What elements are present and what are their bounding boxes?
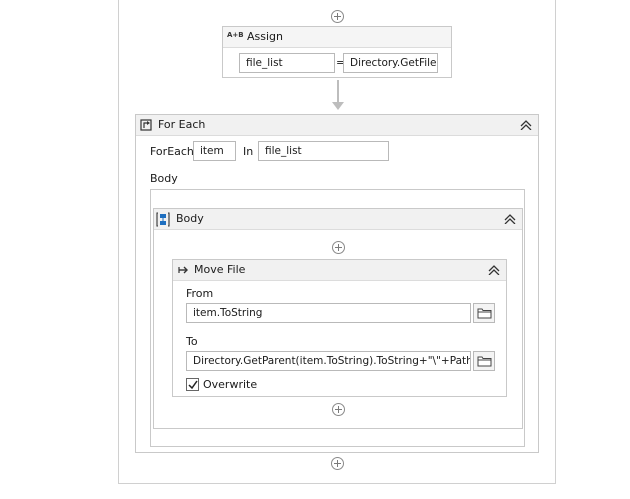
to-label: To [186, 335, 198, 348]
add-activity-icon-body-bottom[interactable] [332, 403, 345, 416]
assign-to-field[interactable]: file_list [239, 53, 335, 73]
assign-header: A+B Assign [223, 27, 451, 48]
folder-icon [477, 356, 492, 367]
foreach-title: For Each [158, 118, 206, 131]
move-file-header: Move File [173, 260, 506, 281]
move-file-activity[interactable]: Move File From item.ToString To Director… [172, 259, 507, 397]
foreach-item-field[interactable]: item [193, 141, 236, 161]
foreach-header: For Each [136, 115, 538, 136]
foreach-activity[interactable]: For Each ForEach item In file_list Body … [135, 114, 539, 453]
foreach-body-container: Body Move File [150, 189, 525, 447]
overwrite-checkbox[interactable] [186, 378, 199, 391]
folder-icon [477, 308, 492, 319]
assign-title: Assign [247, 30, 283, 43]
foreach-icon [140, 119, 152, 131]
from-label: From [186, 287, 214, 300]
add-activity-icon-bottom[interactable] [331, 457, 344, 470]
add-activity-icon-top[interactable] [331, 10, 344, 23]
connector-line [337, 80, 339, 104]
checkmark-icon [188, 380, 198, 390]
move-file-icon [178, 266, 188, 274]
foreach-in-label: In [243, 145, 254, 158]
body-collapse-icon[interactable] [504, 214, 516, 224]
connector-arrow-icon [332, 102, 344, 110]
assign-value-field[interactable]: Directory.GetFiles(" [343, 53, 438, 73]
body-title: Body [176, 212, 204, 225]
foreach-body-label: Body [150, 172, 178, 185]
body-sequence[interactable]: Body Move File [153, 208, 523, 429]
add-activity-icon-body-top[interactable] [332, 241, 345, 254]
foreach-label: ForEach [150, 145, 194, 158]
from-browse-button[interactable] [473, 303, 495, 323]
overwrite-label: Overwrite [203, 378, 258, 391]
body-header: Body [154, 209, 522, 230]
move-file-title: Move File [194, 263, 246, 276]
from-field[interactable]: item.ToString [186, 303, 471, 323]
foreach-collapse-icon[interactable] [520, 120, 532, 130]
to-field[interactable]: Directory.GetParent(item.ToString).ToStr… [186, 351, 471, 371]
assign-equals: = [336, 56, 346, 69]
move-file-collapse-icon[interactable] [488, 265, 500, 275]
to-browse-button[interactable] [473, 351, 495, 371]
foreach-collection-field[interactable]: file_list [258, 141, 389, 161]
assign-icon: A+B [227, 31, 244, 39]
assign-activity[interactable]: A+B Assign file_list = Directory.GetFile… [222, 26, 452, 78]
sequence-icon [156, 212, 170, 227]
